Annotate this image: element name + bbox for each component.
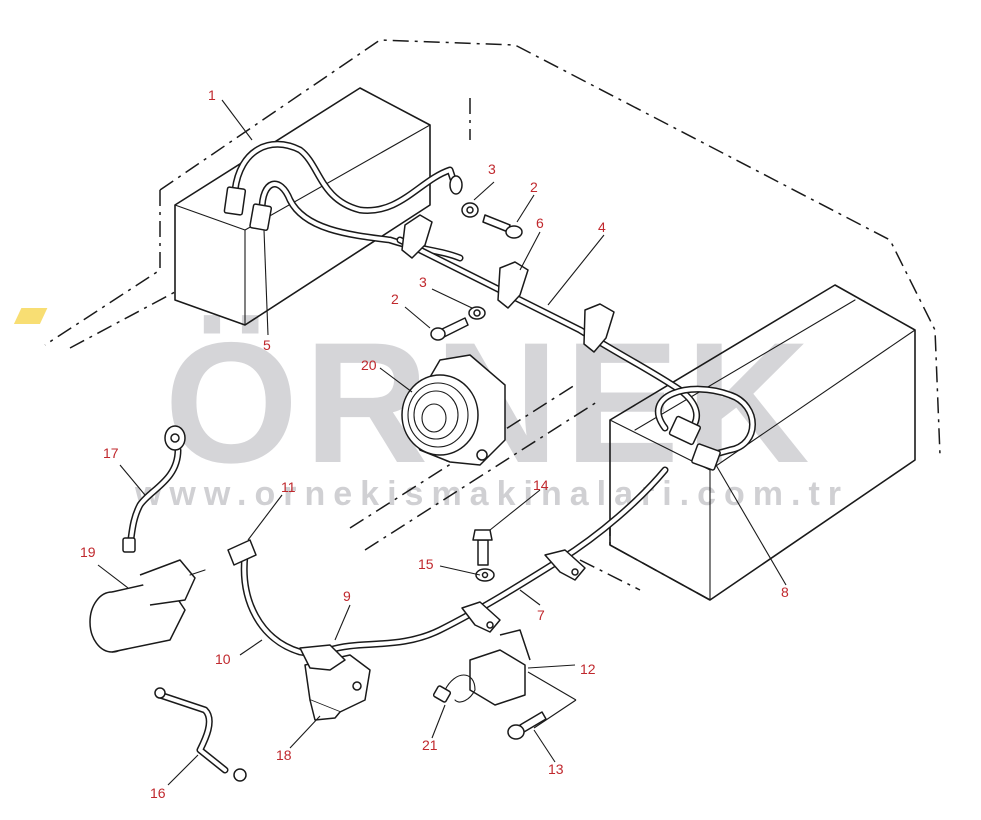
cable-7 (326, 466, 669, 654)
cable-21 (432, 674, 476, 703)
bolt-13 (507, 711, 547, 740)
callout-19: 19 (80, 544, 96, 560)
cable-17 (122, 425, 186, 553)
bolt-2-upper (482, 214, 523, 239)
bracket-12 (469, 629, 531, 706)
callout-1: 1 (208, 87, 216, 103)
bolt-2-mid (430, 317, 469, 341)
part-18-solenoid (299, 644, 371, 721)
watermark-url: www.ornekismakinalari.com.tr (134, 475, 849, 513)
callout-13: 13 (548, 761, 564, 777)
battery-cable-1 (223, 140, 463, 216)
callout-14: 14 (533, 477, 549, 493)
callout-6: 6 (536, 215, 544, 231)
callout-20: 20 (361, 357, 377, 373)
callout-9: 9 (343, 588, 351, 604)
nut-3-upper (461, 202, 479, 218)
callout-21: 21 (422, 737, 438, 753)
callout-4: 4 (598, 219, 606, 235)
leader-lines (97, 99, 787, 786)
callout-2-upper: 2 (530, 179, 538, 195)
callout-18: 18 (276, 747, 292, 763)
callout-2-mid: 2 (391, 291, 399, 307)
battery-left (174, 87, 431, 326)
watermark-accent-right (13, 308, 48, 324)
cable-10 (227, 539, 334, 657)
callout-5: 5 (263, 337, 271, 353)
callout-12: 12 (580, 661, 596, 677)
callout-numbers: 1 2 3 4 5 6 7 8 9 10 11 12 13 14 15 16 1… (80, 87, 789, 801)
callout-17: 17 (103, 445, 119, 461)
callout-3-upper: 3 (488, 161, 496, 177)
battery-right (609, 284, 916, 601)
callout-16: 16 (150, 785, 166, 801)
callout-10: 10 (215, 651, 231, 667)
bolt-14 (472, 529, 493, 566)
cable-16 (154, 687, 247, 782)
part-20-relay (401, 354, 506, 466)
washer-15 (475, 568, 495, 582)
callout-11: 11 (281, 479, 296, 495)
nut-3-mid (468, 306, 486, 320)
callout-15: 15 (418, 556, 434, 572)
callout-7: 7 (537, 607, 545, 623)
clip-6 (401, 214, 615, 353)
callout-3-mid: 3 (419, 274, 427, 290)
part-19-starter (89, 559, 206, 653)
callout-8: 8 (781, 584, 789, 600)
